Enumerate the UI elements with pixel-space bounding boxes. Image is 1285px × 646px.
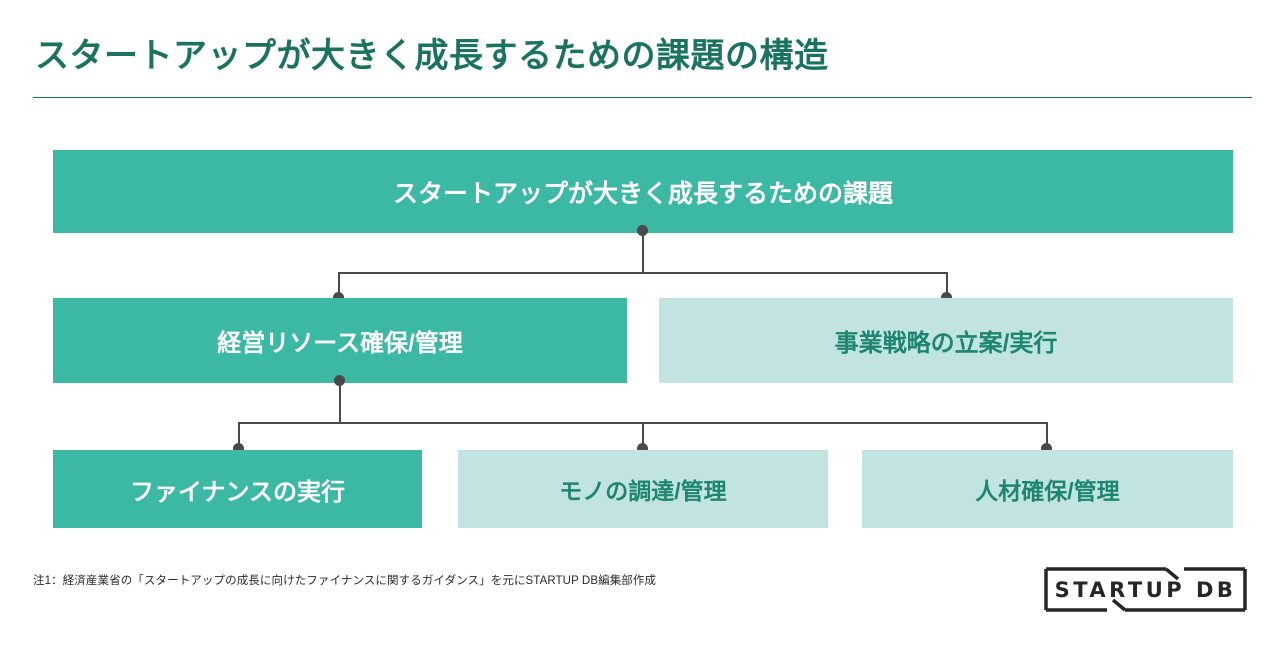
- connector-root-drop-left: [338, 272, 340, 299]
- connector-l1a-drop-middle: [642, 422, 644, 451]
- connector-dot-root-bottom: [637, 225, 648, 236]
- connector-l1a-drop-left: [238, 422, 240, 451]
- connector-root-stem: [642, 228, 644, 273]
- connector-dot-l2-a-top: [233, 443, 244, 454]
- connector-root-bar: [338, 272, 948, 274]
- node-human-resources: 人材確保/管理: [862, 450, 1233, 528]
- title-divider: [33, 97, 1252, 98]
- startup-db-logo: STARTUP DB: [1044, 567, 1247, 612]
- page-title: スタートアップが大きく成長するための課題の構造: [35, 37, 829, 75]
- connector-l1a-stem: [339, 378, 341, 423]
- node-business-strategy: 事業戦略の立案/実行: [659, 298, 1233, 383]
- node-root: スタートアップが大きく成長するための課題: [53, 150, 1233, 233]
- node-management-resources: 経営リソース確保/管理: [53, 298, 627, 383]
- connector-l1a-drop-right: [1046, 422, 1048, 451]
- logo-svg: STARTUP DB: [1044, 567, 1247, 612]
- connector-root-drop-right: [946, 272, 948, 299]
- node-l2-b-label: モノの調達/管理: [559, 478, 727, 504]
- connector-dot-l2-c-top: [1041, 443, 1052, 454]
- node-l1-a-label: 経営リソース確保/管理: [217, 330, 463, 357]
- node-finance-execution: ファイナンスの実行: [53, 450, 422, 528]
- connector-dot-l1-b-top: [941, 292, 952, 303]
- node-procurement: モノの調達/管理: [458, 450, 828, 528]
- connector-dot-l1-a-top: [333, 292, 344, 303]
- node-l2-c-label: 人材確保/管理: [975, 478, 1120, 504]
- node-l1-b-label: 事業戦略の立案/実行: [834, 330, 1058, 357]
- connector-dot-l1-a-bottom: [334, 375, 345, 386]
- node-l2-a-label: ファイナンスの実行: [129, 478, 346, 506]
- node-root-label: スタートアップが大きく成長するための課題: [392, 179, 893, 208]
- footnote: 注1：経済産業省の「スタートアップの成長に向けたファイナンスに関するガイダンス」…: [33, 575, 657, 587]
- connector-dot-l2-b-top: [637, 443, 648, 454]
- logo-text: STARTUP DB: [1055, 578, 1237, 602]
